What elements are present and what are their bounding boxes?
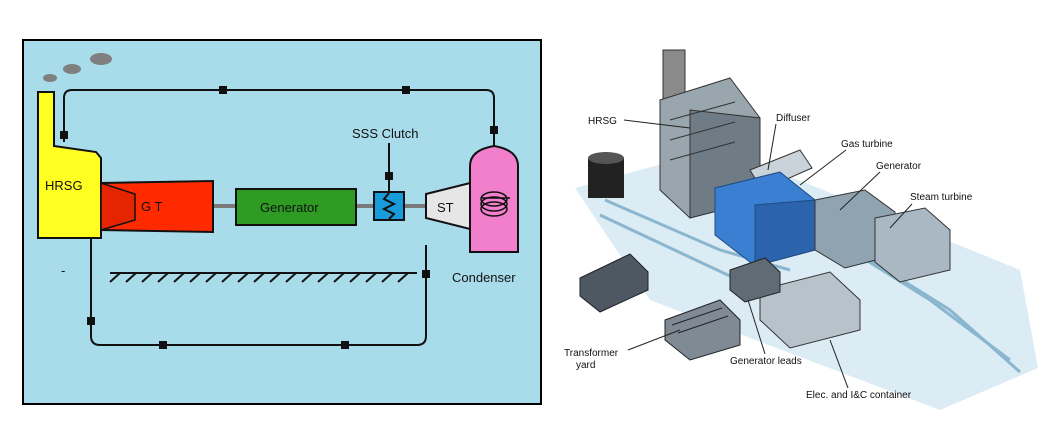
callout-line-generator-leads	[747, 299, 766, 355]
ground-hatch	[109, 272, 417, 283]
callout-line-steam-turbine	[889, 203, 913, 229]
plant-transformer-yard	[664, 299, 741, 361]
condenser-label: Condenser	[452, 270, 516, 285]
callout-line-gas-turbine	[799, 149, 847, 186]
callout-line-transformer	[627, 329, 681, 351]
steam-pipe-loop	[63, 89, 495, 346]
callout-generator-leads: Generator leads	[730, 356, 802, 367]
callout-generator: Generator	[876, 161, 922, 172]
gas-turbine-label: G T	[141, 199, 162, 214]
condenser-block	[469, 144, 519, 253]
smoke-icon	[43, 53, 112, 82]
gas-turbine-inlet	[100, 181, 136, 232]
callout-line-container	[829, 339, 849, 389]
hrsg-block	[37, 91, 102, 239]
callout-line-generator	[839, 171, 881, 211]
generator-block	[235, 188, 357, 226]
storage-tank-icon	[588, 152, 624, 198]
condenser-coil-icon	[480, 191, 510, 217]
callout-steam-turbine: Steam turbine	[910, 192, 973, 203]
callout-gas-turbine: Gas turbine	[841, 139, 893, 150]
steam-turbine-label: ST	[437, 200, 454, 215]
callout-diffuser: Diffuser	[776, 113, 811, 124]
hrsg-label: HRSG	[45, 178, 83, 193]
clutch-label: SSS Clutch	[352, 126, 418, 141]
flow-markers	[60, 86, 498, 349]
plant-elec-container	[759, 271, 861, 349]
callout-transformer-line2: yard	[576, 360, 595, 371]
callout-line-hrsg	[623, 119, 691, 129]
stray-dash: -	[61, 263, 65, 278]
plant-generator-leads	[729, 257, 781, 303]
callout-container: Elec. and I&C container	[806, 390, 912, 401]
generator-label: Generator	[260, 200, 319, 215]
callout-hrsg: HRSG	[588, 116, 617, 127]
clutch-marker	[385, 172, 393, 180]
plant-steam-turbine	[874, 207, 951, 283]
plant-shed	[579, 253, 649, 313]
clutch-spring-icon	[381, 192, 397, 220]
callout-line-diffuser	[767, 123, 777, 171]
callout-transformer-line1: Transformer	[564, 348, 619, 359]
